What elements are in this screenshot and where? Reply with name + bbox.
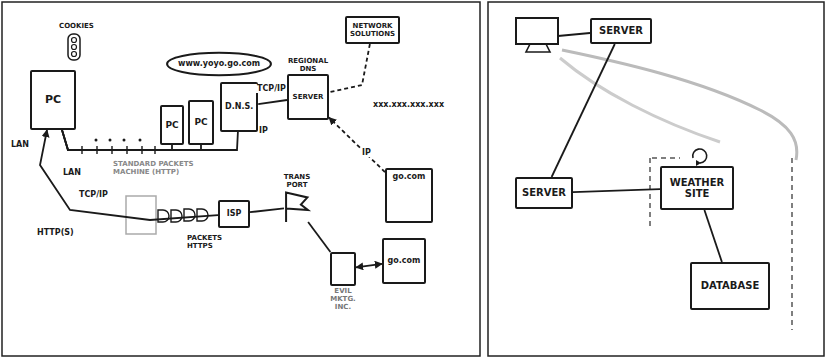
- connector: [552, 44, 615, 177]
- left-panel: [2, 2, 480, 356]
- node-label: PC: [45, 94, 61, 107]
- monitor-wire: [558, 33, 590, 36]
- monitor-symbol: [516, 18, 558, 44]
- database-box: DATABASE: [690, 262, 770, 310]
- node-text: SERVER: [293, 93, 324, 101]
- server-box: SERVER: [515, 177, 573, 209]
- node-label: PC: [194, 117, 207, 127]
- isp-box: ISP: [218, 200, 250, 228]
- company-box: EVIL MKTG. INC.: [330, 252, 356, 286]
- edge-label: TCP/IP: [78, 190, 109, 199]
- cookie-dot: [72, 52, 77, 57]
- node-label: WEATHER SITE: [670, 177, 725, 200]
- node-label: SERVER: [599, 25, 643, 37]
- registrar-box: NETWORK SOLUTIONS: [345, 16, 400, 44]
- flag-outline: [284, 192, 310, 222]
- protocol-label: HTTP(S): [36, 228, 75, 237]
- connector: [356, 264, 382, 267]
- connector: [62, 130, 172, 150]
- ellipse-shape: [167, 53, 271, 76]
- node-label: go.com: [393, 172, 426, 181]
- cookie-dot: [72, 45, 77, 50]
- flag-shape: [286, 193, 308, 222]
- dns-box: D.N.S.: [220, 82, 258, 132]
- node-label: go.com: [388, 256, 421, 265]
- dns-server-box: REGIONAL DNSSERVER: [287, 74, 329, 120]
- ellipsis-dot: [109, 139, 112, 142]
- node-label: PC: [165, 120, 178, 130]
- server-box: go.com: [385, 168, 433, 223]
- right-panel: [488, 2, 824, 356]
- machine-sketch: [126, 196, 156, 234]
- address-label: xxx.xxx.xxx.xxx: [372, 100, 445, 109]
- node-label: ISP: [227, 209, 242, 218]
- cookie-dot: [72, 38, 77, 43]
- note-label: STANDARD PACKETS MACHINE (HTTP): [112, 160, 198, 176]
- packet-symbol: [197, 209, 208, 221]
- node-label: REGIONAL DNS: [288, 57, 328, 73]
- node-label: DATABASE: [701, 280, 759, 292]
- node-label: NETWORK SOLUTIONS: [350, 22, 395, 38]
- note-label: COOKIES: [58, 22, 95, 30]
- ellipsis-dot: [123, 139, 126, 142]
- url-ellipse: www.yoyo.go.com: [166, 52, 272, 76]
- node-label: D.N.S.: [225, 102, 253, 111]
- connector: [258, 100, 287, 104]
- packet-symbol: [184, 209, 195, 221]
- node-label: www.yoyo.go.com: [178, 59, 260, 68]
- ellipsis-dot: [139, 139, 142, 142]
- server-box: SERVER: [590, 18, 652, 44]
- connector: [573, 189, 660, 192]
- wavy-line: [560, 58, 720, 142]
- packet-symbol: [171, 210, 182, 222]
- network-label: LAN: [62, 168, 82, 177]
- dashed-outline: [650, 158, 792, 330]
- pc-box: PC: [30, 70, 76, 130]
- transport-flag: TRANS PORT: [284, 192, 310, 222]
- connector: [250, 208, 284, 212]
- note-label: PACKETS HTTPS: [186, 234, 223, 250]
- node-label: EVIL MKTG. INC.: [330, 287, 356, 311]
- connector: [308, 222, 330, 252]
- network-label: LAN: [10, 140, 30, 149]
- ellipsis-dot: [95, 139, 98, 142]
- cookie-icon: [68, 34, 80, 60]
- edge-label: TCP/IP: [256, 84, 287, 93]
- node-label: TRANS PORT: [284, 173, 310, 189]
- node-label: SERVER: [522, 187, 566, 199]
- connector: [329, 118, 385, 173]
- connector: [329, 44, 370, 92]
- edge-label: IP: [361, 148, 372, 157]
- server-box: go.com: [382, 238, 426, 284]
- connector: [704, 210, 722, 262]
- protocol-label: IP: [258, 126, 269, 135]
- monitor-base: [526, 44, 550, 52]
- pc-box: PC: [160, 105, 184, 145]
- site-box: WEATHER SITE: [660, 166, 734, 210]
- wavy-line: [562, 50, 797, 160]
- pc-box: PC: [188, 100, 214, 145]
- cycle-arrow: [693, 149, 707, 163]
